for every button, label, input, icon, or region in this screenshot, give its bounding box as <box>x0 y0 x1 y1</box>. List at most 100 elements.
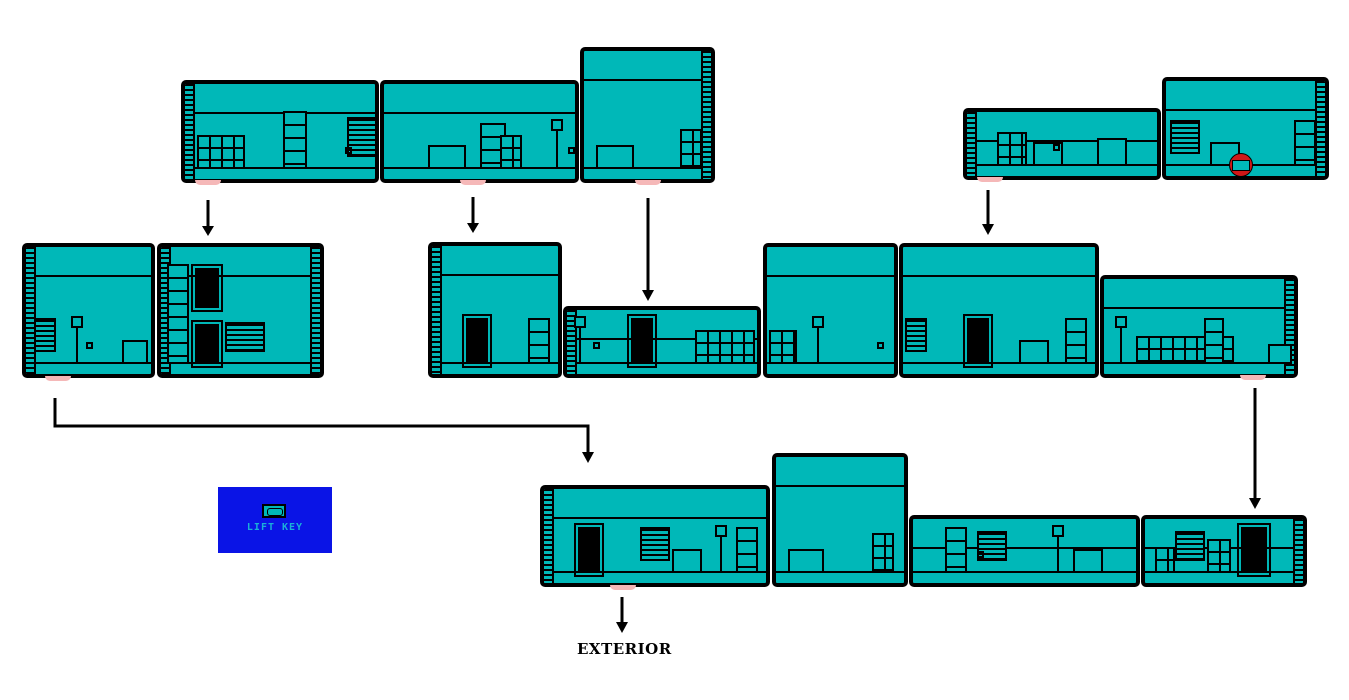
lift-key-item-icon <box>1229 153 1253 177</box>
vent-icon <box>34 318 56 352</box>
wall-switch-icon <box>1053 144 1060 151</box>
room-12 <box>1100 275 1298 378</box>
floor-line <box>767 362 894 364</box>
exit-marker <box>195 180 221 185</box>
door-icon <box>963 314 993 368</box>
filing-cabinets-icon <box>197 135 245 169</box>
filing-cabinets-icon <box>872 533 894 573</box>
ceiling-line <box>967 140 1157 142</box>
lift-key-legend: LIFT KEY <box>218 487 332 553</box>
bookshelf-icon <box>945 527 967 573</box>
vent-icon <box>1170 120 1200 154</box>
floor-line <box>567 362 757 364</box>
brick-wall-right <box>310 247 320 374</box>
ceiling-line <box>1166 109 1325 111</box>
ceiling-line <box>185 112 375 114</box>
floor-line <box>903 362 1095 364</box>
floor-line <box>776 571 904 573</box>
ceiling-line <box>567 338 757 340</box>
exit-marker <box>45 376 71 381</box>
room-4 <box>963 108 1161 180</box>
room-6 <box>22 243 155 378</box>
room-8 <box>428 242 562 378</box>
filing-cabinets-icon <box>680 129 702 169</box>
desk-icon <box>122 340 148 364</box>
brick-wall-right <box>701 51 711 179</box>
lamp-shade-icon <box>551 119 563 131</box>
filing-cabinets-icon <box>500 135 522 169</box>
room-9 <box>563 306 761 378</box>
room-5 <box>1162 77 1329 180</box>
vent-icon <box>905 318 927 352</box>
vent-icon <box>225 322 265 352</box>
door-icon <box>627 314 657 368</box>
arrow <box>53 398 590 454</box>
room-11 <box>899 243 1099 378</box>
desk-icon <box>1019 340 1049 364</box>
ceiling-line <box>26 275 151 277</box>
ceiling-line <box>1104 307 1294 309</box>
brick-wall-left <box>185 84 195 179</box>
lamp-shade-icon <box>715 525 727 537</box>
room-16 <box>1141 515 1307 587</box>
lamp-icon <box>556 131 558 169</box>
door-icon <box>462 314 492 368</box>
lamp-shade-icon <box>574 316 586 328</box>
door-icon <box>191 264 223 312</box>
ceiling-line <box>767 275 894 277</box>
ceiling-line <box>584 79 711 81</box>
ceiling-line <box>384 112 575 114</box>
lift-key-glyph <box>1232 160 1250 171</box>
filing-cabinets-icon <box>695 330 755 364</box>
floor-line <box>185 167 375 169</box>
door-icon <box>1237 523 1271 577</box>
vent-icon <box>640 527 670 561</box>
floor-line <box>161 362 320 364</box>
floor-line <box>432 362 558 364</box>
ceiling-line <box>161 275 320 277</box>
desk-icon <box>672 549 702 573</box>
exit-marker <box>1240 375 1266 380</box>
room-15 <box>909 515 1140 587</box>
brick-wall-left <box>967 112 977 176</box>
bookshelf-icon <box>1294 120 1316 166</box>
floor-line <box>26 362 151 364</box>
wall-switch-icon <box>86 342 93 349</box>
lamp-icon <box>579 328 581 364</box>
room-10 <box>763 243 898 378</box>
bookshelf-icon <box>1065 318 1087 364</box>
room-2 <box>380 80 579 183</box>
filing-cabinets-icon <box>997 132 1027 166</box>
desk-icon <box>428 145 466 169</box>
lift-key-icon <box>262 504 286 518</box>
filing-cabinets-icon <box>1155 547 1175 573</box>
floor-line <box>384 167 575 169</box>
door-icon <box>574 523 604 577</box>
wall-switch-icon <box>568 147 575 154</box>
brick-wall-right <box>1284 279 1294 374</box>
lamp-shade-icon <box>1052 525 1064 537</box>
lamp-icon <box>720 537 722 573</box>
exit-marker <box>460 180 486 185</box>
desk-icon <box>788 549 824 573</box>
lamp-shade-icon <box>1115 316 1127 328</box>
room-1 <box>181 80 379 183</box>
floor-line <box>913 571 1136 573</box>
room-7 <box>157 243 324 378</box>
door-icon <box>191 320 223 368</box>
lamp-shade-icon <box>812 316 824 328</box>
brick-wall-left <box>544 489 554 583</box>
desk-icon <box>1268 344 1292 364</box>
room-14 <box>772 453 908 587</box>
ceiling-line <box>544 517 766 519</box>
wall-switch-icon <box>593 342 600 349</box>
bookshelf-icon <box>1204 318 1224 364</box>
room-13 <box>540 485 770 587</box>
bookshelf-icon <box>283 111 307 169</box>
brick-wall-right <box>1315 81 1325 176</box>
exit-marker <box>635 180 661 185</box>
exit-marker <box>610 585 636 590</box>
bookshelf-icon <box>167 264 189 364</box>
bookshelf-icon <box>736 527 758 573</box>
